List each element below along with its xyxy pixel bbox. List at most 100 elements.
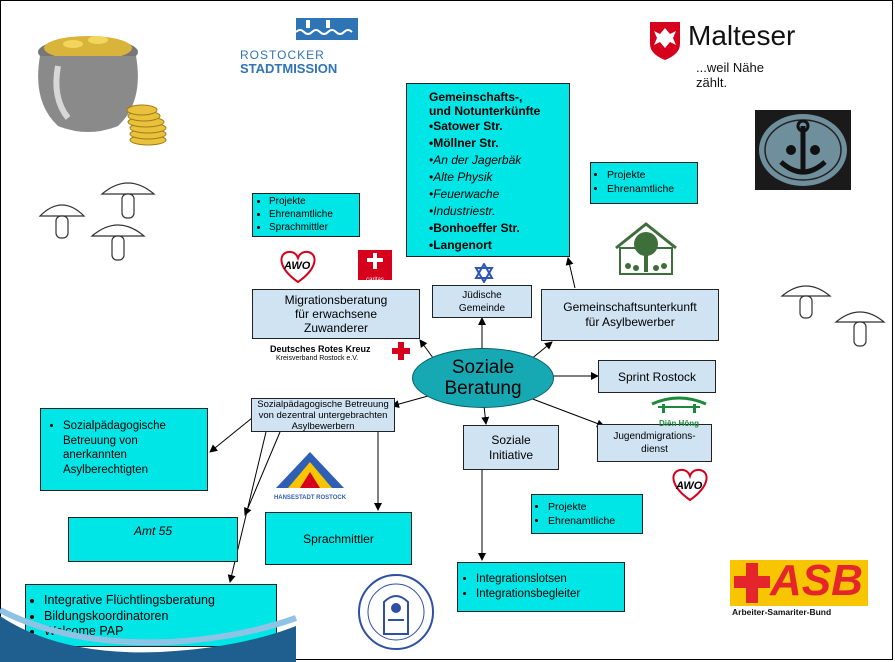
notunterkuenfte-heading1: Gemeinschafts-,	[429, 90, 523, 104]
sprachmittler-box: Sprachmittler	[265, 512, 412, 565]
soziale-initiative-line2: Initiative	[488, 447, 534, 462]
unterkunft-item: •Möllner Str.	[429, 136, 499, 150]
list-item: Ehrenamtliche	[548, 515, 640, 529]
projekte-right-list: ProjekteEhrenamtliche	[593, 169, 695, 196]
integrationslotsen-box: IntegrationslotsenIntegrationsbegleiter	[457, 562, 625, 612]
list-item: Projekte	[269, 195, 357, 208]
juedische-gemeinde-box: Jüdische Gemeinde	[432, 285, 532, 318]
amt55-box: Amt 55	[68, 517, 238, 562]
list-item: Sprachmittler	[269, 221, 357, 234]
gemeinschaftsunterkunft-line2: für Asylbewerber	[585, 315, 675, 329]
star-of-david-icon	[474, 263, 494, 283]
asb-logo: ASB Arbeiter-Samariter-Bund	[730, 556, 868, 620]
sozpaed-dezentral-box: Sozialpädagogische Betreuung von dezentr…	[251, 398, 395, 432]
list-item: Bildungskoordinatoren	[44, 609, 272, 625]
juedische-line2: Gemeinde	[458, 302, 506, 314]
gemeinschaftsunterkunft-box: Gemeinschaftsunterkunft für Asylbewerber	[541, 289, 719, 341]
list-item: Ehrenamtliche	[607, 183, 695, 197]
sozpaed-line1: Sozialpädagogische Betreuung	[257, 398, 389, 410]
soziale-beratung-center: Soziale Beratung	[412, 348, 554, 408]
malteser-logo: Malteser ...weil Nähe zählt.	[648, 20, 798, 90]
awo-logo-bottom: AWO	[668, 468, 712, 502]
drk-line2: Kreisverband Rostock e.V.	[276, 355, 359, 362]
migrationsberatung-line2: für erwachsene	[294, 307, 378, 321]
projekte-right-box: ProjekteEhrenamtliche	[590, 162, 698, 204]
center-line2: Beratung	[444, 378, 522, 399]
corner-wave-decoration	[0, 607, 298, 662]
asb-name: ASB	[770, 556, 863, 605]
list-item: Projekte	[607, 169, 695, 183]
awo-heart-icon	[280, 250, 316, 284]
migrationsberatung-line3: Zuwanderer	[303, 321, 369, 335]
integrative-box: Integrative FlüchtlingsberatungBildungsk…	[25, 584, 277, 647]
stadtmission-logo: ROSTOCKER STADTMISSION	[240, 18, 360, 76]
sprachmittler-label: Sprachmittler	[303, 531, 374, 546]
caritas-text: caritas	[366, 277, 384, 283]
center-line1: Soziale	[451, 357, 515, 378]
juedische-line1: Jüdische	[462, 289, 502, 301]
tree-house-logo-icon	[615, 222, 677, 275]
asb-sub: Arbeiter-Samariter-Bund	[732, 607, 832, 617]
university-seal-icon	[358, 574, 434, 650]
mushrooms-right-icon	[780, 285, 886, 347]
anchor-badge-icon	[755, 110, 851, 190]
unterkunft-item: •Satower Str.	[429, 119, 503, 133]
list-item: Sozialpädagogische Betreuung von anerkan…	[63, 419, 201, 477]
dienhong-roof-icon	[651, 396, 707, 413]
money-pot-icon	[38, 36, 167, 146]
unterkunft-item: •Feuerwache	[429, 187, 500, 201]
sprint-rostock-box: Sprint Rostock	[598, 360, 716, 393]
integrationslotsen-list: IntegrationslotsenIntegrationsbegleiter	[462, 572, 620, 601]
arrow-to-amt55	[244, 431, 281, 516]
jugendmigration-line2: dienst	[641, 444, 668, 455]
arrow-to-anerkannt	[209, 417, 253, 453]
projekte-bottom-list: ProjekteEhrenamtliche	[534, 501, 640, 528]
drk-line1: Deutsches Rotes Kreuz	[270, 344, 371, 354]
notunterkuenfte-list: •Satower Str. •Möllner Str. •An der Jagerb…	[429, 118, 563, 254]
asb-cross-icon	[734, 563, 770, 603]
hansestadt-text: HANSESTADT ROSTOCK	[273, 495, 347, 501]
red-cross-icon	[392, 342, 410, 360]
projekte-left-list: ProjekteEhrenamtlicheSprachmittler	[255, 195, 357, 234]
awo-text-top: AWO	[284, 260, 311, 272]
list-item: Ehrenamtliche	[269, 208, 357, 221]
sozpaed-line3: Asylbewerbern	[291, 420, 355, 432]
arrow-to-unterkuenfte	[565, 257, 576, 289]
list-item: Integrative Flüchtlingsberatung	[44, 593, 272, 609]
sozpaed-anerkannt-box: Sozialpädagogische Betreuung von anerkan…	[40, 408, 208, 491]
jugendmigration-line1: Jugendmigrations-	[613, 431, 696, 442]
soziale-initiative-line1: Soziale	[491, 432, 531, 447]
notunterkuenfte-box: Gemeinschafts-, und Notunterkünfte •Sato…	[406, 83, 570, 257]
unterkunft-item: •Alte Physik	[429, 170, 493, 184]
notunterkuenfte-heading2: und Notunterkünfte	[429, 104, 541, 118]
stadtmission-line2: STADTMISSION	[240, 61, 338, 76]
malteser-name: Malteser	[688, 20, 796, 51]
awo-heart-icon-bottom	[672, 468, 708, 502]
projekte-bottom-box: ProjekteEhrenamtliche	[531, 494, 643, 534]
hansestadt-sail-icon	[276, 452, 344, 488]
list-item: Integrationslotsen	[476, 572, 620, 587]
malteser-slogan: ...weil Nähe zählt.	[696, 60, 764, 90]
unterkunft-item: •An der Jagerbäk	[429, 153, 522, 167]
malteser-cross-icon	[650, 22, 680, 60]
awo-logo-top: AWO	[276, 250, 320, 284]
amt55-label: Amt 55	[133, 524, 172, 538]
projekte-left-box: ProjekteEhrenamtlicheSprachmittler	[252, 193, 360, 237]
unterkunft-item: •Langenort	[429, 238, 492, 252]
unterkunft-item: •Bonhoeffer Str.	[429, 221, 520, 235]
drk-logo: Deutsches Rotes Kreuz Kreisverband Rosto…	[270, 342, 410, 372]
list-item: Projekte	[548, 501, 640, 515]
sozpaed-line2: von dezentral untergebrachten	[258, 409, 388, 421]
dienhong-logo: Diên Hông	[648, 394, 710, 428]
mushrooms-left-icon	[38, 182, 156, 261]
unterkunft-item: •Industriestr.	[429, 204, 496, 218]
caritas-logo: caritas	[358, 250, 392, 283]
stadtmission-waves-icon	[295, 18, 358, 40]
arrow-to-soziale-initiative	[481, 405, 490, 425]
migrationsberatung-line1: Migrationsberatung	[284, 293, 388, 307]
soziale-initiative-box: Soziale Initiative	[463, 425, 559, 470]
sozpaed-anerkannt-list: Sozialpädagogische Betreuung von anerkan…	[47, 419, 201, 477]
dienhong-text: Diên Hông	[659, 419, 699, 428]
